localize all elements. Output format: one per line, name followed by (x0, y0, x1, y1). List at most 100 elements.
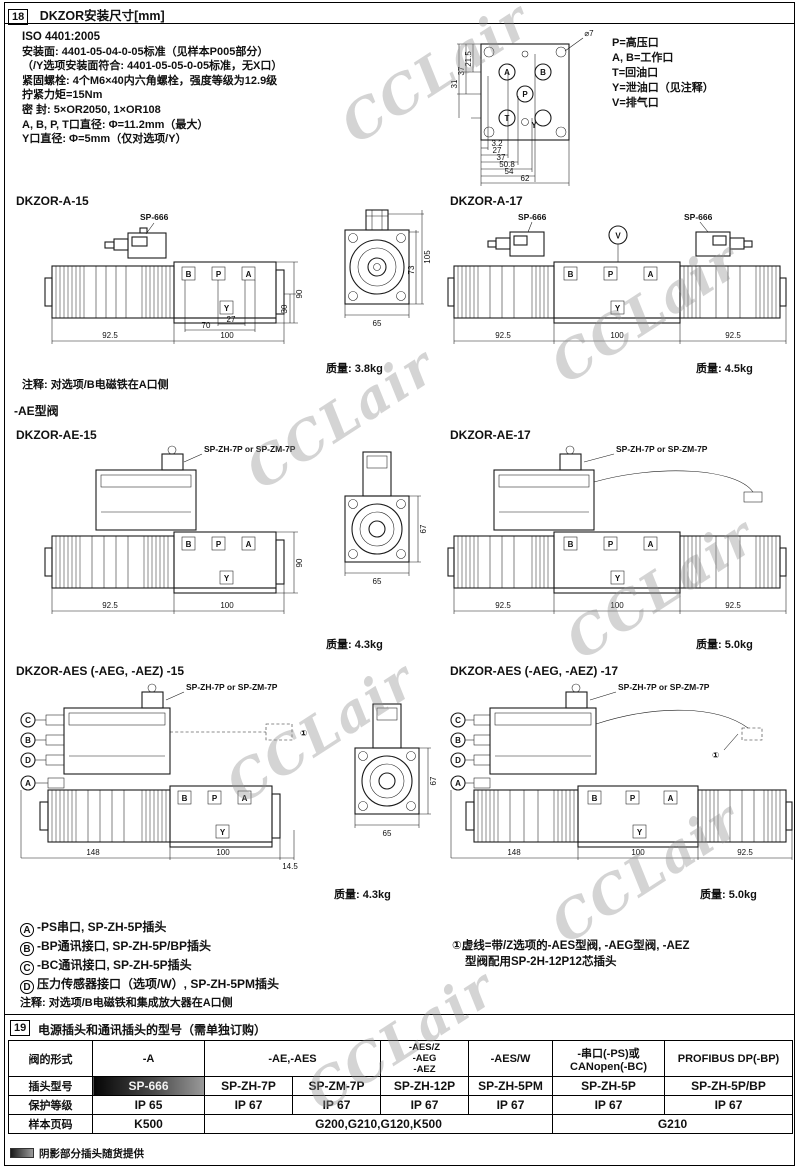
page-title: DKZOR安装尺寸[mm] (39, 9, 165, 23)
plug-cell-shaded: SP-666 (92, 1076, 205, 1096)
svg-text:100: 100 (220, 331, 234, 340)
plug-cell: SP-ZM-7P (292, 1076, 381, 1096)
figure-dkzor-aes-17: DKZOR-AES (-AEG, -AEZ) -17 SP-ZH-7P or S… (448, 664, 794, 914)
svg-text:Y: Y (615, 574, 621, 583)
figure-dkzor-a-17: DKZOR-A-17 SP-666 SP-666 V B P A Y 92.5 … (447, 194, 793, 375)
port-legend-item: Y=泄油口（见注释） (612, 82, 714, 94)
page-cell: K500 (92, 1114, 205, 1134)
svg-text:92.5: 92.5 (725, 331, 741, 340)
svg-text:65: 65 (383, 829, 392, 838)
svg-text:Y: Y (637, 828, 643, 837)
legend-item: B-BP通讯接口, SP-ZH-5P/BP插头 (20, 937, 279, 956)
plug-label: SP-666 (684, 212, 713, 222)
figure-dkzor-aes-15: DKZOR-AES (-AEG, -AEZ) -15 SP-ZH-7P or S… (14, 664, 450, 914)
svg-text:P: P (608, 270, 614, 279)
svg-text:14.5: 14.5 (282, 862, 298, 871)
port-legend-item: P=高压口 (612, 37, 659, 49)
svg-text:92.5: 92.5 (102, 601, 118, 610)
svg-text:100: 100 (631, 848, 645, 857)
ip-cell: IP 67 (552, 1095, 665, 1115)
svg-text:50.8: 50.8 (499, 160, 515, 169)
legend-text: -BP通讯接口, SP-ZH-5P/BP插头 (37, 939, 212, 953)
note-b: 注释: 对选项/B电磁铁和集成放大器在A口侧 (20, 997, 233, 1009)
connector-drawing (104, 227, 167, 259)
svg-text:100: 100 (610, 601, 624, 610)
page-cell: G210 (552, 1114, 793, 1134)
plug-cell: SP-ZH-7P (204, 1076, 293, 1096)
legend-text: -BC通讯接口, SP-ZH-5P插头 (37, 958, 192, 972)
svg-text:B: B (25, 736, 31, 745)
svg-text:Y: Y (224, 574, 230, 583)
svg-text:B: B (182, 794, 188, 803)
svg-text:21.5: 21.5 (464, 51, 473, 67)
svg-text:100: 100 (220, 601, 234, 610)
svg-text:T: T (505, 114, 510, 123)
svg-text:P: P (608, 540, 614, 549)
svg-text:92.5: 92.5 (725, 601, 741, 610)
ip-cell: IP 67 (380, 1095, 469, 1115)
row-header: 插头型号 (8, 1076, 93, 1096)
legend-text: 压力传感器接口（选项/W）, SP-ZH-5PM插头 (37, 977, 279, 991)
svg-text:B: B (186, 270, 192, 279)
spec-line: Y口直径: Φ=5mm（仅对选项/Y） (22, 133, 187, 146)
svg-text:Y: Y (224, 304, 230, 313)
svg-text:B: B (186, 540, 192, 549)
svg-text:D: D (455, 756, 461, 765)
svg-text:100: 100 (610, 331, 624, 340)
svg-text:P: P (216, 270, 222, 279)
valve-side-view: SP-ZH-7P or SP-ZM-7P B P A Y 92.5 100 90 (44, 444, 304, 614)
svg-text:A: A (455, 779, 461, 788)
svg-text:90: 90 (295, 558, 304, 567)
svg-text:27: 27 (493, 146, 502, 155)
spec-line: 安装面: 4401-05-04-0-05标准（见样本P005部分） (22, 45, 269, 58)
section18-badge: 18 (8, 9, 29, 25)
svg-text:54: 54 (505, 167, 514, 176)
svg-text:Y: Y (615, 304, 621, 313)
ip-cell: IP 65 (92, 1095, 205, 1115)
plug-label: SP-ZH-7P or SP-ZM-7P (204, 444, 296, 454)
svg-text:65: 65 (373, 577, 382, 586)
legend-item: C-BC通讯接口, SP-ZH-5P插头 (20, 956, 279, 975)
callout-note: ①虚线=带/Z选项的-AES型阀, -AEG型阀, -AEZ 型阀配用SP-2H… (452, 938, 690, 970)
svg-text:92.5: 92.5 (495, 331, 511, 340)
row-header: 保护等级 (8, 1095, 93, 1115)
callout-1: ① (300, 728, 307, 738)
plug-label: SP-ZH-7P or SP-ZM-7P (186, 682, 278, 692)
table-row-pages: 样本页码 K500 G200,G210,G120,K500 G210 (8, 1114, 793, 1134)
svg-text:90: 90 (295, 289, 304, 298)
svg-text:148: 148 (86, 848, 100, 857)
section18-header: 18 DKZOR安装尺寸[mm] (8, 5, 165, 25)
section-divider (4, 1014, 795, 1015)
svg-text:27: 27 (227, 315, 236, 324)
spec-line: A, B, P, T口直径: Φ=11.2mm（最大） (22, 118, 209, 131)
plug-cell: SP-ZH-12P (380, 1076, 469, 1096)
plug-label: SP-ZH-7P or SP-ZM-7P (618, 682, 710, 692)
section19-badge: 19 (10, 1020, 31, 1036)
section19-title: 电源插头和通讯插头的型号（需单独订购） (38, 1023, 267, 1037)
svg-text:67: 67 (419, 524, 428, 533)
svg-text:P: P (630, 794, 636, 803)
connector-legend: A-PS串口, SP-ZH-5P插头 B-BP通讯接口, SP-ZH-5P/BP… (20, 918, 279, 994)
plug-label: SP-666 (518, 212, 547, 222)
svg-text:A: A (25, 779, 31, 788)
legend-text: -PS串口, SP-ZH-5P插头 (37, 920, 167, 934)
svg-text:Y: Y (220, 828, 226, 837)
plug-label: SP-ZH-7P or SP-ZM-7P (616, 444, 708, 454)
page-cell: G200,G210,G120,K500 (204, 1114, 553, 1134)
port-legend-item: A, B=工作口 (612, 52, 674, 64)
svg-text:148: 148 (507, 848, 521, 857)
table-header-row: 阀的形式 -A -AE,-AES -AES/Z -AEG -AEZ -AES/W… (8, 1040, 793, 1077)
hole-dia-label: ⌀7 (584, 29, 594, 38)
port-legend: P=高压口 A, B=工作口 T=回油口 Y=泄油口（见注释） V=排气口 (612, 36, 714, 111)
mass-label: 质量: 4.5kg (696, 363, 753, 375)
ip-cell: IP 67 (292, 1095, 381, 1115)
ip-cell: IP 67 (204, 1095, 293, 1115)
figure-title: DKZOR-AES (-AEG, -AEZ) -17 (450, 664, 618, 678)
footnote-text: 阴影部分插头随货提供 (39, 1148, 144, 1160)
plug-label: SP-666 (140, 212, 169, 222)
spec-line: （/Y选项安装面符合: 4401-05-05-0-05标准，无X口） (22, 60, 283, 73)
table-footnote: 阴影部分插头随货提供 (10, 1146, 144, 1161)
col-header-aes-w: -AES/W (468, 1040, 553, 1077)
table-row-plug-model: 插头型号 SP-666 SP-ZH-7P SP-ZM-7P SP-ZH-12P … (8, 1076, 793, 1096)
